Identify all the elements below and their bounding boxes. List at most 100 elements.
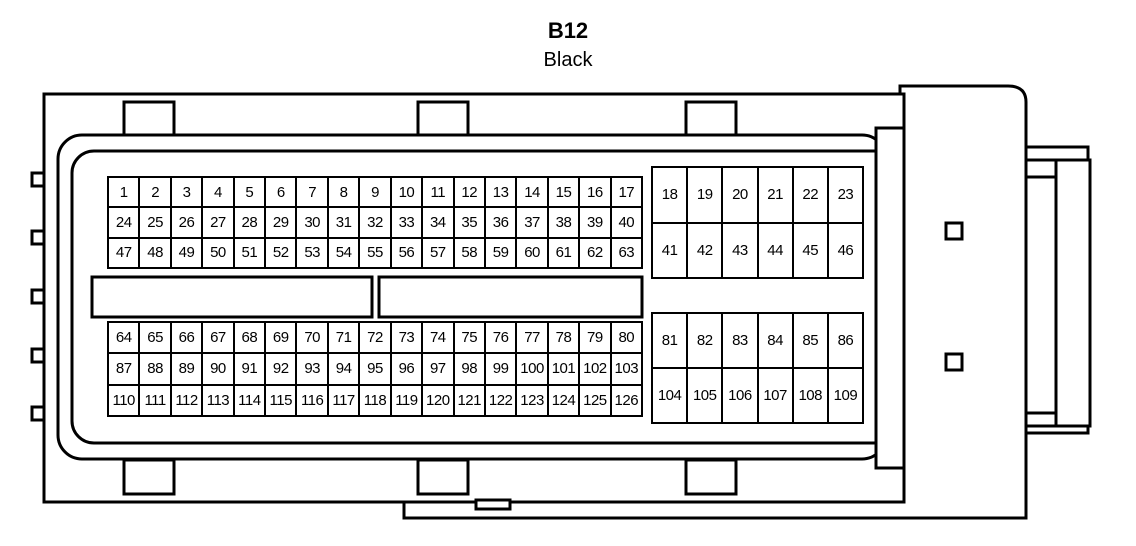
pin-cell: 36 (485, 208, 516, 237)
pin-cell: 109 (828, 369, 862, 422)
pin-cell: 81 (653, 314, 687, 367)
pin-cell: 91 (234, 354, 265, 384)
pin-cell: 70 (297, 323, 327, 353)
pin-cell: 59 (485, 238, 516, 267)
pin-cell: 50 (203, 238, 233, 267)
pin-cell: 46 (828, 223, 862, 277)
pin-cell: 114 (234, 385, 265, 415)
pin-cell: 93 (297, 354, 327, 384)
pin-cell: 110 (109, 385, 139, 415)
pin-cell: 33 (391, 208, 422, 237)
pin-cell: 5 (234, 178, 265, 207)
pin-cell: 97 (423, 354, 453, 384)
connector-color-label: Black (543, 49, 593, 71)
pin-cell: 64 (109, 323, 139, 353)
pin-cell: 6 (266, 178, 296, 207)
pin-cell: 13 (485, 178, 516, 207)
pin-cell: 55 (360, 238, 390, 267)
pin-cell: 62 (580, 238, 610, 267)
pin-cell: 52 (266, 238, 296, 267)
pin-cell: 124 (548, 385, 579, 415)
pin-cell: 16 (580, 178, 610, 207)
pin-cell: 79 (580, 323, 610, 353)
pin-cell: 71 (328, 323, 359, 353)
pin-cell: 22 (793, 168, 827, 222)
pin-cell: 90 (203, 354, 233, 384)
pin-cell: 69 (266, 323, 296, 353)
pin-cell: 42 (688, 223, 722, 277)
pin-cell: 96 (391, 354, 422, 384)
pin-cell: 73 (391, 323, 422, 353)
pin-cell: 20 (723, 168, 757, 222)
pin-cell: 101 (548, 354, 579, 384)
pin-cell: 106 (723, 369, 757, 422)
pin-cell: 87 (109, 354, 139, 384)
pin-cell: 126 (611, 385, 641, 415)
pin-cell: 18 (653, 168, 687, 222)
pin-cell: 107 (758, 369, 792, 422)
pin-cell: 40 (611, 208, 641, 237)
pin-cell: 51 (234, 238, 265, 267)
pin-cell: 3 (171, 178, 202, 207)
pin-cell: 41 (653, 223, 687, 277)
pin-cell: 113 (203, 385, 233, 415)
pin-cell: 105 (688, 369, 722, 422)
pin-cell: 86 (828, 314, 862, 367)
connector-title: B12 (547, 18, 589, 43)
pin-cell: 8 (328, 178, 359, 207)
pin-cell: 121 (454, 385, 484, 415)
pin-cell: 61 (548, 238, 579, 267)
pin-cell: 21 (758, 168, 792, 222)
pin-cell: 56 (391, 238, 422, 267)
pin-cell: 115 (266, 385, 296, 415)
pin-cell: 47 (109, 238, 139, 267)
pin-cell: 25 (140, 208, 170, 237)
pin-cell: 49 (171, 238, 202, 267)
pin-cell: 66 (171, 323, 202, 353)
pin-cell: 120 (423, 385, 453, 415)
pin-cell: 80 (611, 323, 641, 353)
pin-cell: 57 (423, 238, 453, 267)
pin-cell: 72 (360, 323, 390, 353)
pin-cell: 123 (517, 385, 547, 415)
pin-cell: 17 (611, 178, 641, 207)
pin-cell: 38 (548, 208, 579, 237)
pin-cell: 12 (454, 178, 484, 207)
pin-cell: 99 (485, 354, 516, 384)
pin-cell: 98 (454, 354, 484, 384)
pin-cell: 10 (391, 178, 422, 207)
pin-cell: 54 (328, 238, 359, 267)
pin-cell: 94 (328, 354, 359, 384)
pin-cell: 28 (234, 208, 265, 237)
pin-cell: 92 (266, 354, 296, 384)
pin-cell: 26 (171, 208, 202, 237)
pin-cell: 31 (328, 208, 359, 237)
pin-cell: 11 (423, 178, 453, 207)
pin-cell: 14 (517, 178, 547, 207)
pin-cell: 60 (517, 238, 547, 267)
pin-cell: 53 (297, 238, 327, 267)
pin-cell: 117 (328, 385, 359, 415)
pin-cell: 2 (140, 178, 170, 207)
pin-cell: 63 (611, 238, 641, 267)
pin-cell: 45 (793, 223, 827, 277)
pin-cell: 34 (423, 208, 453, 237)
pin-cell: 78 (548, 323, 579, 353)
pin-cell: 68 (234, 323, 265, 353)
pin-cell: 104 (653, 369, 687, 422)
pin-cell: 108 (793, 369, 827, 422)
pin-cell: 44 (758, 223, 792, 277)
pin-cell: 118 (360, 385, 390, 415)
pin-cell: 76 (485, 323, 516, 353)
pin-cell: 100 (517, 354, 547, 384)
pin-cell: 29 (266, 208, 296, 237)
pin-cell: 119 (391, 385, 422, 415)
pin-cell: 67 (203, 323, 233, 353)
pin-cell: 32 (360, 208, 390, 237)
pin-cell: 27 (203, 208, 233, 237)
pin-cell: 65 (140, 323, 170, 353)
pin-cell: 19 (688, 168, 722, 222)
